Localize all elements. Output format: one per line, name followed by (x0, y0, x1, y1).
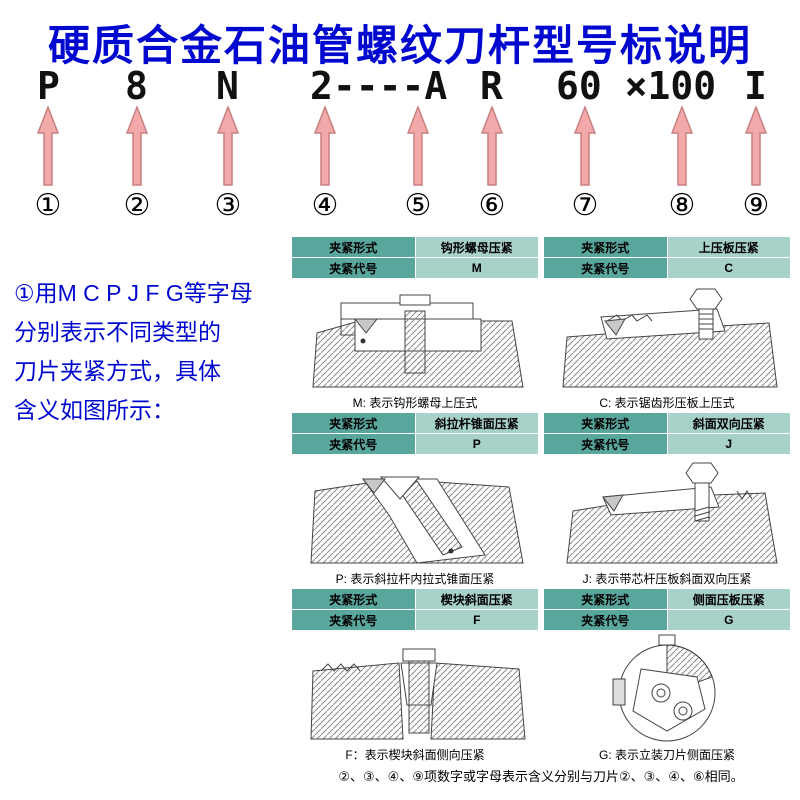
clamp-panel-m: 夹紧形式 钩形螺母压紧 夹紧代号 M M: 表示 (291, 236, 539, 412)
clamp-drawing-g (543, 631, 791, 746)
clamp-drawing-m (291, 279, 539, 394)
up-arrow-icon (217, 106, 239, 186)
up-arrow-icon (126, 106, 148, 186)
clamp-code-label: 夹紧代号 (543, 433, 668, 455)
clamp-drawing-f (291, 631, 539, 746)
side-note: ①用M C P J F G等字母 分别表示不同类型的 刀片夹紧方式，具体 含义如… (14, 274, 296, 430)
circle-marker-4: ④ (311, 188, 339, 223)
up-arrow-icon (745, 106, 767, 186)
clamp-code-label: 夹紧代号 (291, 257, 416, 279)
clamp-panel-c: 夹紧形式 上压板压紧 夹紧代号 C C: 表示锯齿形压板上压式 (543, 236, 791, 412)
model-code-p: P (37, 64, 60, 108)
clamp-code-value: J (666, 433, 791, 455)
clamp-code-label: 夹紧代号 (543, 609, 668, 631)
clamp-form-value: 钩形螺母压紧 (414, 236, 539, 258)
clamp-table: 夹紧形式 上压板压紧 夹紧代号 C (543, 236, 791, 279)
clamp-panels: 夹紧形式 钩形螺母压紧 夹紧代号 M M: 表示 (291, 236, 791, 764)
up-arrow-icon (37, 106, 59, 186)
clamp-caption: M: 表示钩形螺母上压式 (352, 396, 478, 410)
clamp-caption: F：表示楔块斜面侧向压紧 (345, 748, 485, 762)
model-code-60x100: 60 ×100 (556, 64, 717, 108)
circle-marker-3: ③ (214, 188, 242, 223)
clamp-table: 夹紧形式 楔块斜面压紧 夹紧代号 F (291, 588, 539, 631)
clamp-form-value: 斜拉杆锥面压紧 (414, 412, 539, 434)
clamp-form-value: 上压板压紧 (666, 236, 791, 258)
side-note-line: ①用M C P J F G等字母 (14, 280, 253, 306)
clamp-panel-j: 夹紧形式 斜面双向压紧 夹紧代号 J J: 表示带芯杆压板斜面双向压紧 (543, 412, 791, 588)
up-arrow-icon (671, 106, 693, 186)
clamp-panel-f: 夹紧形式 楔块斜面压紧 夹紧代号 F F：表示楔块斜面侧向压紧 (291, 588, 539, 764)
model-code-2a: 2----A (310, 64, 448, 108)
clamp-form-value: 楔块斜面压紧 (414, 588, 539, 610)
up-arrow-icon (314, 106, 336, 186)
clamp-form-label: 夹紧形式 (291, 412, 416, 434)
clamp-table: 夹紧形式 斜拉杆锥面压紧 夹紧代号 P (291, 412, 539, 455)
clamp-code-value: F (414, 609, 539, 631)
clamp-drawing-p (291, 455, 539, 570)
clamp-caption: G: 表示立装刀片侧面压紧 (598, 748, 735, 762)
up-arrow-icon (481, 106, 503, 186)
clamp-code-label: 夹紧代号 (543, 257, 668, 279)
clamp-caption: C: 表示锯齿形压板上压式 (599, 396, 735, 410)
clamp-form-label: 夹紧形式 (291, 588, 416, 610)
up-arrow-icon (407, 106, 429, 186)
model-code-i: I (744, 64, 767, 108)
page-title: 硬质合金石油管螺纹刀杆型号标说明 (47, 22, 752, 69)
clamp-form-label: 夹紧形式 (543, 412, 668, 434)
clamp-table: 夹紧形式 侧面压板压紧 夹紧代号 G (543, 588, 791, 631)
clamp-panel-p: 夹紧形式 斜拉杆锥面压紧 夹紧代号 P P: 表示斜拉杆内拉式锥面压紧 (291, 412, 539, 588)
clamp-caption: P: 表示斜拉杆内拉式锥面压紧 (335, 572, 495, 586)
clamp-table: 夹紧形式 钩形螺母压紧 夹紧代号 M (291, 236, 539, 279)
side-note-line: 含义如图所示： (14, 397, 175, 423)
clamp-code-value: C (666, 257, 791, 279)
side-note-line: 分别表示不同类型的 (14, 319, 221, 345)
circle-marker-8: ⑧ (668, 188, 696, 223)
circle-marker-5: ⑤ (404, 188, 432, 223)
clamp-caption: J: 表示带芯杆压板斜面双向压紧 (582, 572, 752, 586)
clamp-form-value: 斜面双向压紧 (666, 412, 791, 434)
circle-marker-1: ① (34, 188, 62, 223)
clamp-code-value: M (414, 257, 539, 279)
model-code-8: 8 (125, 64, 148, 108)
clamp-form-label: 夹紧形式 (291, 236, 416, 258)
clamp-panel-g: 夹紧形式 侧面压板压紧 夹紧代号 G (543, 588, 791, 764)
clamp-code-value: G (666, 609, 791, 631)
side-note-line: 刀片夹紧方式，具体 (14, 358, 221, 384)
clamp-code-value: P (414, 433, 539, 455)
up-arrow-icon (574, 106, 596, 186)
clamp-form-label: 夹紧形式 (543, 588, 668, 610)
clamp-form-label: 夹紧形式 (543, 236, 668, 258)
clamp-code-label: 夹紧代号 (291, 609, 416, 631)
circle-marker-7: ⑦ (571, 188, 599, 223)
circle-marker-9: ⑨ (742, 188, 770, 223)
circle-marker-2: ② (123, 188, 151, 223)
clamp-drawing-j (543, 455, 791, 570)
circle-marker-6: ⑥ (478, 188, 506, 223)
clamp-code-label: 夹紧代号 (291, 433, 416, 455)
footer-note: ②、③、④、⑨项数字或字母表示含义分别与刀片②、③、④、⑥相同。 (338, 769, 744, 784)
model-code-n: N (216, 64, 239, 108)
clamp-drawing-c (543, 279, 791, 394)
model-code-r: R (480, 64, 503, 108)
clamp-table: 夹紧形式 斜面双向压紧 夹紧代号 J (543, 412, 791, 455)
clamp-form-value: 侧面压板压紧 (666, 588, 791, 610)
